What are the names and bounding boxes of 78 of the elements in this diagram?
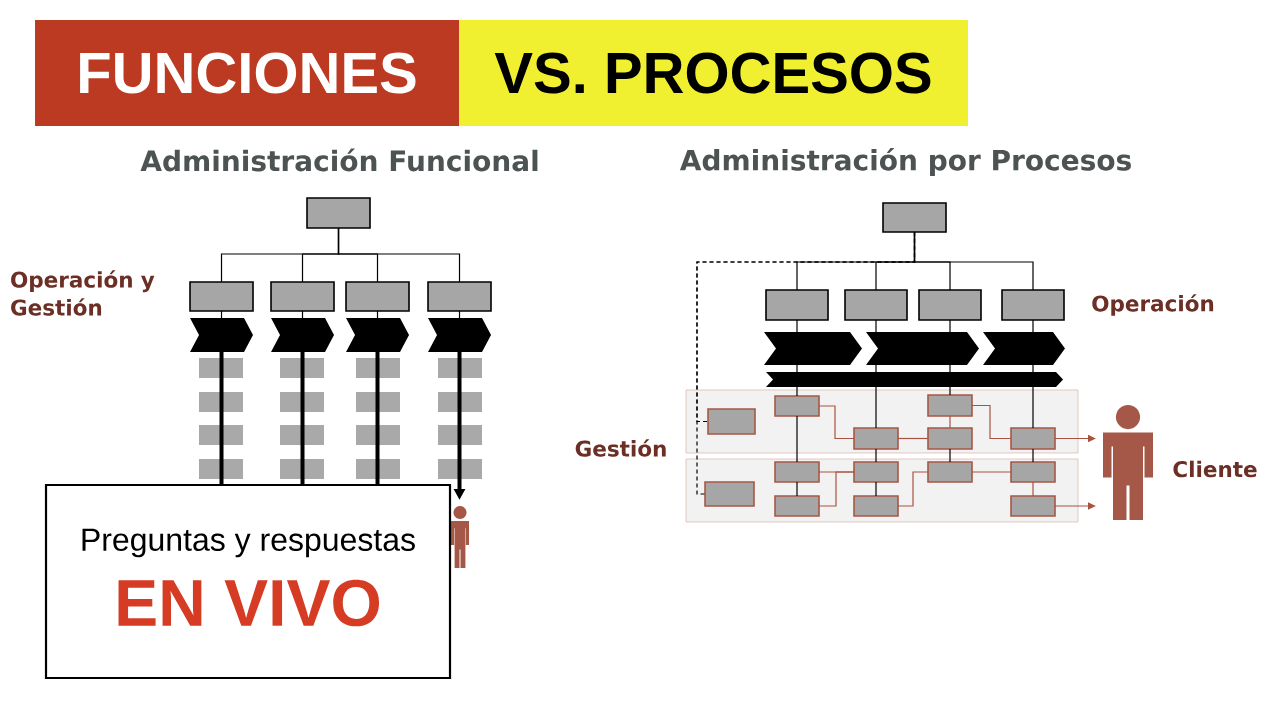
connector-line xyxy=(875,386,877,429)
chevron-shape xyxy=(428,318,491,352)
org-chart-box xyxy=(882,202,947,233)
arrow xyxy=(1054,502,1096,510)
process-box xyxy=(1010,427,1056,450)
connector-line xyxy=(375,352,380,485)
chevron-shape xyxy=(190,318,253,352)
connector-line xyxy=(220,310,223,319)
connector-line xyxy=(300,352,305,485)
org-chart-box xyxy=(765,289,829,321)
dashed-connector xyxy=(696,231,916,495)
side-label: Operación y Gestión xyxy=(11,270,155,316)
connector-line xyxy=(337,227,461,283)
connector-line xyxy=(818,405,855,440)
title-banner: VS. PROCESOS xyxy=(459,20,968,126)
process-box xyxy=(774,395,820,417)
connector-line xyxy=(971,471,1012,473)
connector-line xyxy=(796,319,798,333)
org-chart-box xyxy=(270,281,335,312)
side-label: Operación xyxy=(1092,294,1214,316)
title-banner: FUNCIONES xyxy=(35,20,459,126)
notice-box: Preguntas y respuestas EN VIVO xyxy=(44,483,452,680)
process-box xyxy=(774,461,820,483)
section-heading: Administración Funcional xyxy=(140,148,538,172)
process-box xyxy=(927,461,973,483)
process-box xyxy=(707,408,756,435)
connector-line xyxy=(1032,364,1034,373)
connector-line xyxy=(949,386,951,396)
connector-line xyxy=(971,404,1012,440)
connector-line xyxy=(875,448,877,463)
connector-line xyxy=(1032,386,1034,429)
section-heading: Administración por Procesos xyxy=(679,147,1131,177)
connector-line xyxy=(796,364,798,373)
org-chart-box xyxy=(918,289,982,321)
person-caption: Cliente xyxy=(1173,460,1257,478)
connector-line xyxy=(219,352,224,485)
chevron-shape xyxy=(764,332,862,365)
connector-line xyxy=(897,471,929,507)
org-chart-box xyxy=(844,289,908,321)
connector-line xyxy=(1032,481,1034,497)
connector-line xyxy=(1032,319,1034,333)
org-chart-box xyxy=(306,197,371,229)
connector-line xyxy=(458,310,461,319)
arrow-band xyxy=(766,372,1063,387)
process-box xyxy=(853,427,899,450)
connector-line xyxy=(301,310,304,319)
org-chart-box xyxy=(189,281,254,312)
person-figure xyxy=(451,506,469,568)
chevron-shape xyxy=(346,318,409,352)
process-box xyxy=(927,394,973,417)
process-box xyxy=(1010,495,1056,517)
connector-line xyxy=(875,481,877,497)
chevron-shape xyxy=(983,332,1065,365)
org-chart-box xyxy=(427,281,492,312)
process-box xyxy=(774,495,820,517)
process-box xyxy=(853,461,899,483)
process-box xyxy=(927,427,973,450)
process-box xyxy=(704,481,755,507)
process-box xyxy=(1010,461,1056,483)
org-chart-box xyxy=(1001,289,1065,321)
connector-line xyxy=(376,310,379,319)
connector-line xyxy=(796,481,798,497)
connector-line xyxy=(796,415,798,463)
connector-line xyxy=(818,471,855,507)
connector-line xyxy=(949,364,951,373)
connector-line xyxy=(1032,448,1034,463)
connector-line xyxy=(897,437,929,440)
connector-line xyxy=(875,319,877,333)
connector-line xyxy=(875,364,877,373)
connector-line xyxy=(796,386,798,397)
chevron-shape xyxy=(866,332,979,365)
connector-line xyxy=(949,448,951,463)
connector-line xyxy=(949,319,951,333)
process-box xyxy=(853,495,899,517)
org-chart-box xyxy=(345,281,410,312)
chevron-shape xyxy=(271,318,334,352)
side-label: Gestión xyxy=(575,439,666,457)
connector-line xyxy=(949,415,951,429)
